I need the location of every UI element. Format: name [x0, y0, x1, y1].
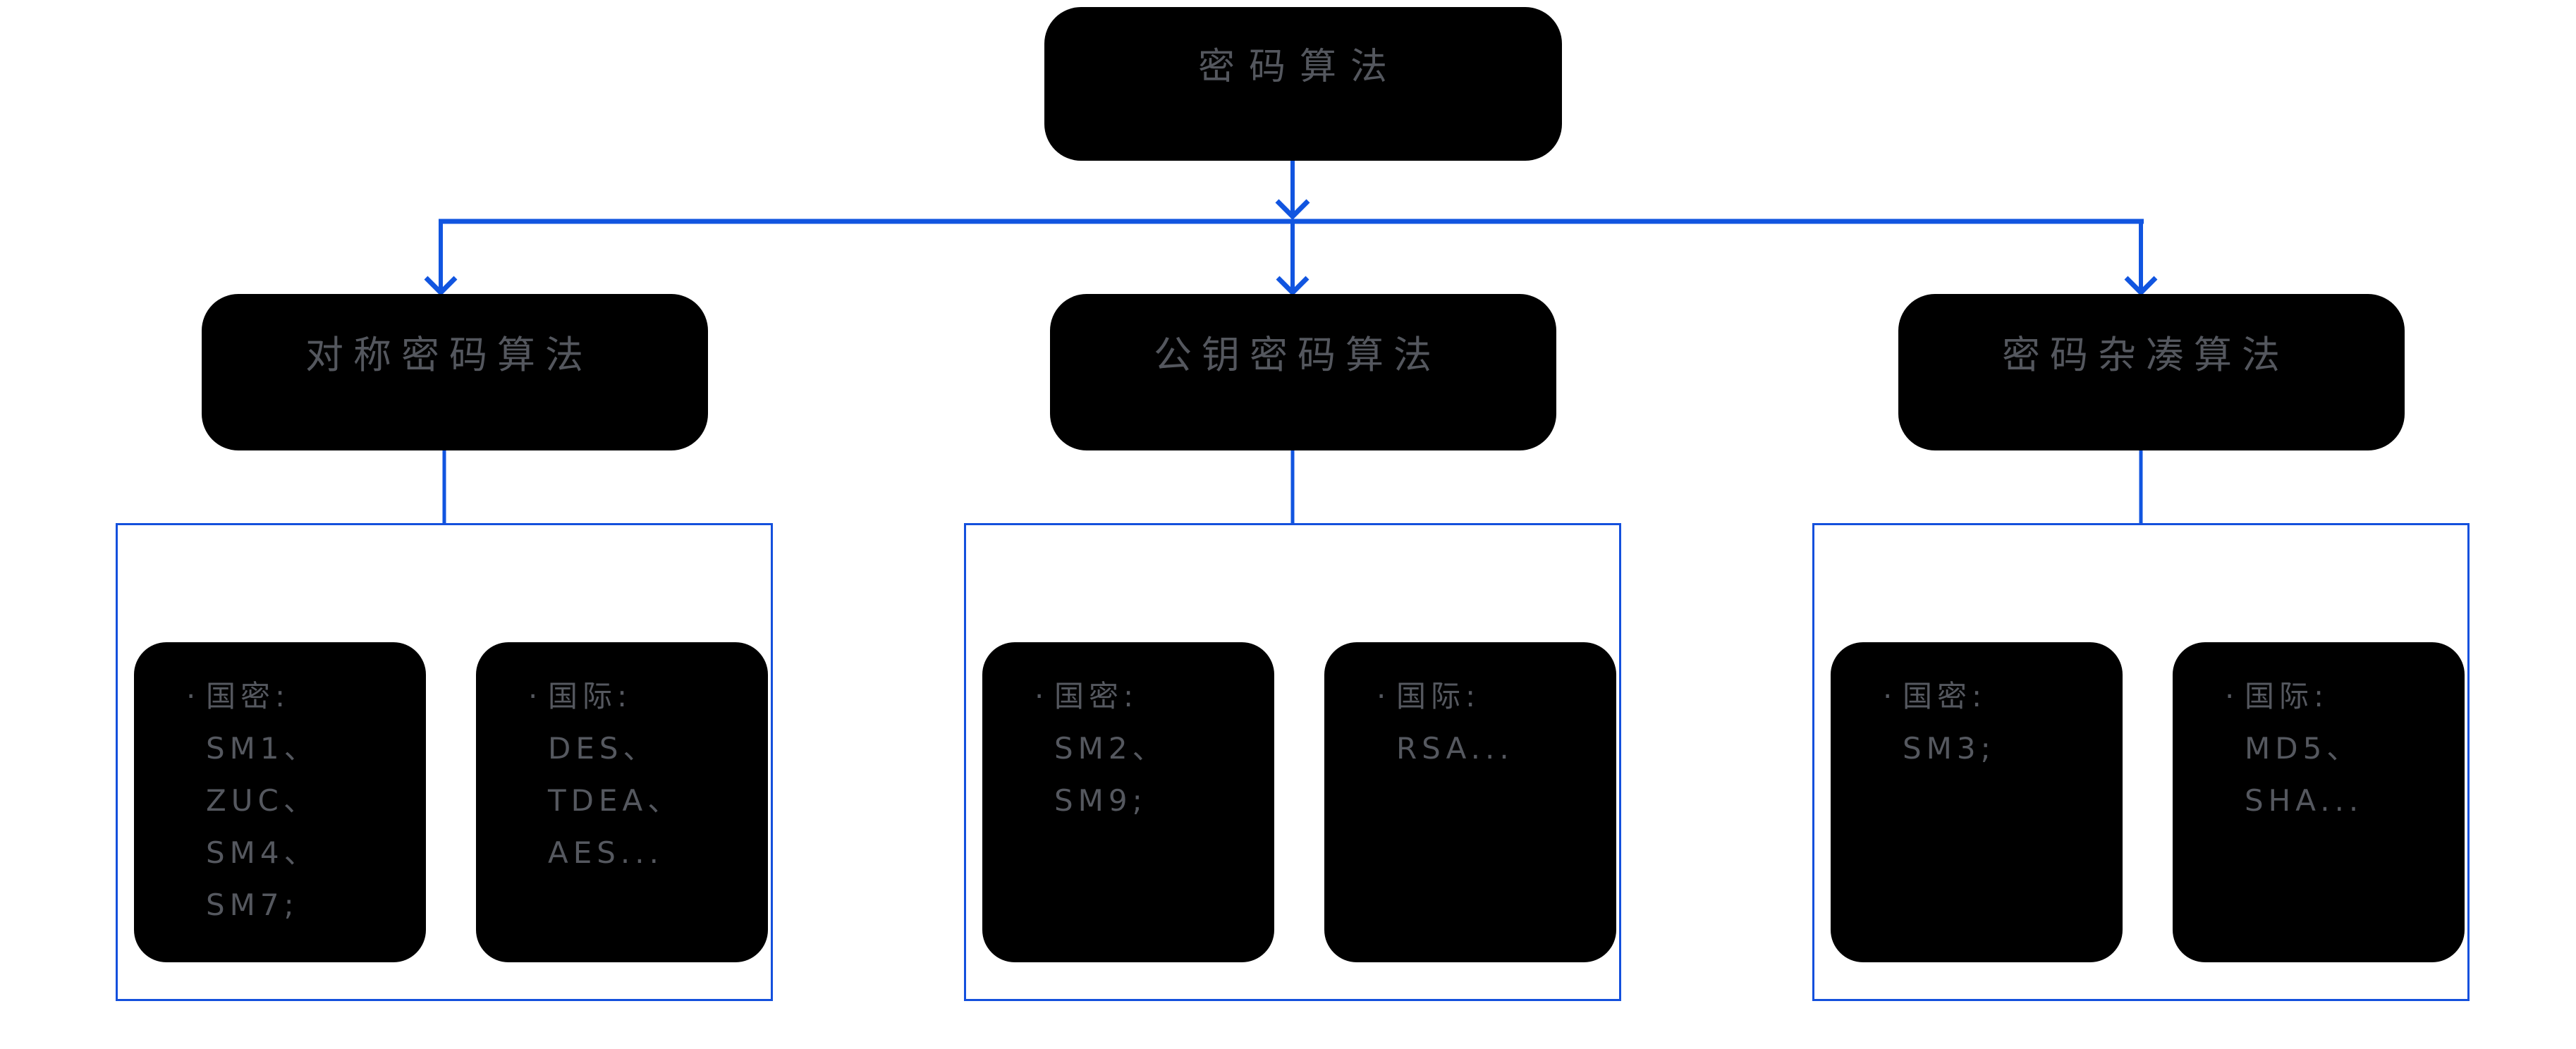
card-symmetric-international: · 国际: DES、 TDEA、 AES...	[476, 642, 768, 962]
algorithm-item: SM3;	[1903, 731, 1996, 766]
algorithm-item: RSA...	[1396, 731, 1514, 766]
card-title: · 国际:	[528, 670, 727, 723]
bullet-dot: ·	[528, 679, 538, 713]
card-title-text: 国际:	[548, 679, 633, 713]
card-hash-international: · 国际: MD5、 SHA...	[2173, 642, 2465, 962]
arrowhead-branch2	[1276, 276, 1310, 296]
algorithm-item: TDEA、	[548, 783, 683, 818]
card-text: · 国密: SM3;	[1839, 652, 2087, 775]
card-public-key-international: · 国际: RSA...	[1324, 642, 1616, 962]
card-public-key-guomi: · 国密: SM2、 SM9;	[982, 642, 1274, 962]
arrowhead-branch1	[424, 276, 458, 296]
bullet-dot: ·	[2225, 679, 2235, 713]
card-title-text: 国密:	[206, 679, 291, 713]
node-symmetric-algorithms: 对称密码算法	[202, 294, 708, 450]
card-title-text: 国际:	[1396, 679, 1481, 713]
node-public-key-label: 公钥密码算法	[1154, 333, 1441, 377]
node-root: 密码算法	[1044, 7, 1562, 161]
card-text: · 国际: DES、 TDEA、 AES...	[484, 652, 733, 879]
card-symmetric-guomi: · 国密: SM1、 ZUC、 SM4、 SM7;	[134, 642, 426, 962]
algorithm-item: AES...	[548, 835, 664, 870]
algorithm-item: SM9;	[1054, 783, 1147, 818]
algorithm-item: SM2、	[1054, 731, 1167, 766]
arrowhead-root	[1275, 199, 1310, 220]
card-title-text: 国际:	[2245, 679, 2329, 713]
algorithm-item: DES、	[548, 731, 658, 766]
algorithm-item: SM7;	[206, 888, 299, 922]
algorithm-item: ZUC、	[206, 783, 318, 818]
algorithm-item: SHA...	[2245, 783, 2364, 818]
card-title: · 国际:	[2225, 670, 2424, 723]
group-symmetric-detail: · 国密: SM1、 ZUC、 SM4、 SM7; · 国际: DES、 TDEA、…	[116, 523, 773, 1001]
card-title-text: 国密:	[1903, 679, 1987, 713]
group-hash-detail: · 国密: SM3; · 国际: MD5、 SHA...	[1812, 523, 2470, 1001]
group-public-key-detail: · 国密: SM2、 SM9; · 国际: RSA...	[964, 523, 1621, 1001]
card-text: · 国际: RSA...	[1333, 652, 1581, 775]
card-text: · 国密: SM2、 SM9;	[991, 652, 1239, 827]
algorithm-item: SM4、	[206, 835, 319, 870]
card-title: · 国际:	[1376, 670, 1575, 723]
card-title: · 国密:	[186, 670, 385, 723]
card-title-text: 国密:	[1054, 679, 1139, 713]
node-hash-algorithms: 密码杂凑算法	[1898, 294, 2405, 450]
bullet-dot: ·	[186, 679, 196, 713]
card-title: · 国密:	[1034, 670, 1233, 723]
algorithm-item: SM1、	[206, 731, 319, 766]
bullet-dot: ·	[1883, 679, 1893, 713]
card-hash-guomi: · 国密: SM3;	[1831, 642, 2123, 962]
node-public-key-algorithms: 公钥密码算法	[1050, 294, 1556, 450]
node-hash-label: 密码杂凑算法	[2002, 333, 2290, 377]
card-text: · 国密: SM1、 ZUC、 SM4、 SM7;	[142, 652, 391, 931]
algorithm-item: MD5、	[2245, 731, 2362, 766]
node-root-label: 密码算法	[1197, 46, 1401, 88]
node-symmetric-label: 对称密码算法	[305, 333, 593, 377]
arrowhead-branch3	[2124, 276, 2158, 296]
card-title: · 国密:	[1883, 670, 2082, 723]
bullet-dot: ·	[1034, 679, 1044, 713]
card-text: · 国际: MD5、 SHA...	[2181, 652, 2429, 827]
bullet-dot: ·	[1376, 679, 1386, 713]
